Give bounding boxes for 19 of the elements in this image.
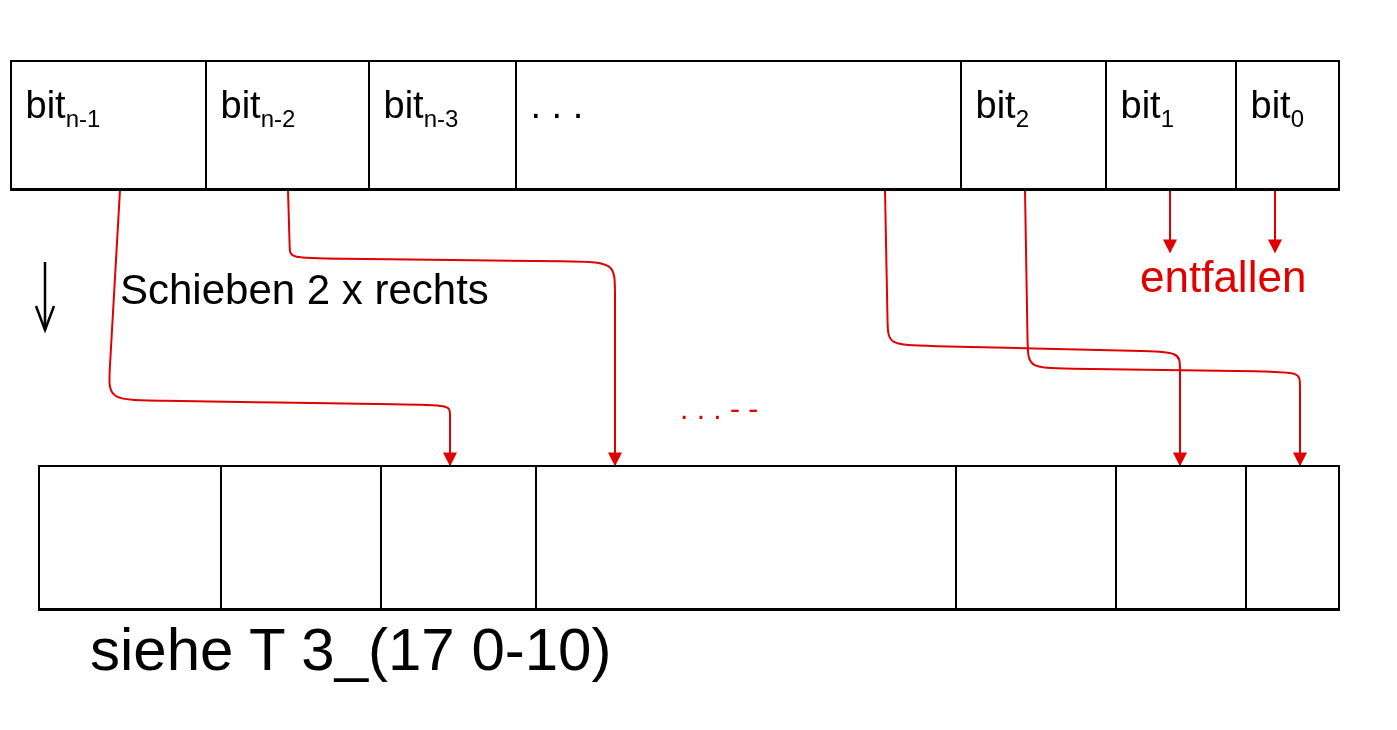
bit-label: bit$_{0}$ bbox=[1250, 83, 1304, 133]
annotation-text: entfallen bbox=[1140, 252, 1307, 302]
bit-label: . . . bbox=[530, 83, 584, 127]
bit-label: bit$_{1}$ bbox=[1120, 83, 1174, 133]
bit-label: bit$_{2}$ bbox=[975, 83, 1029, 133]
register-row bbox=[10, 60, 1340, 190]
arrow bbox=[1268, 189, 1282, 254]
arrow bbox=[108, 189, 457, 467]
bit-label: bit$_{n-2}$ bbox=[220, 83, 296, 133]
arrow bbox=[884, 189, 1187, 467]
arrow bbox=[1024, 189, 1307, 467]
register-row bbox=[38, 465, 1340, 610]
reference-note: siehe T 3_(17 0-10) bbox=[90, 615, 612, 684]
arrow bbox=[287, 189, 622, 467]
bit-label: bit$_{n-1}$ bbox=[25, 83, 101, 133]
ellipsis-text: . . . - - bbox=[680, 392, 759, 426]
arrow bbox=[1163, 189, 1177, 254]
bit-label: bit$_{n-3}$ bbox=[383, 83, 459, 133]
instruction-text: Schieben 2 x rechts bbox=[120, 266, 489, 314]
